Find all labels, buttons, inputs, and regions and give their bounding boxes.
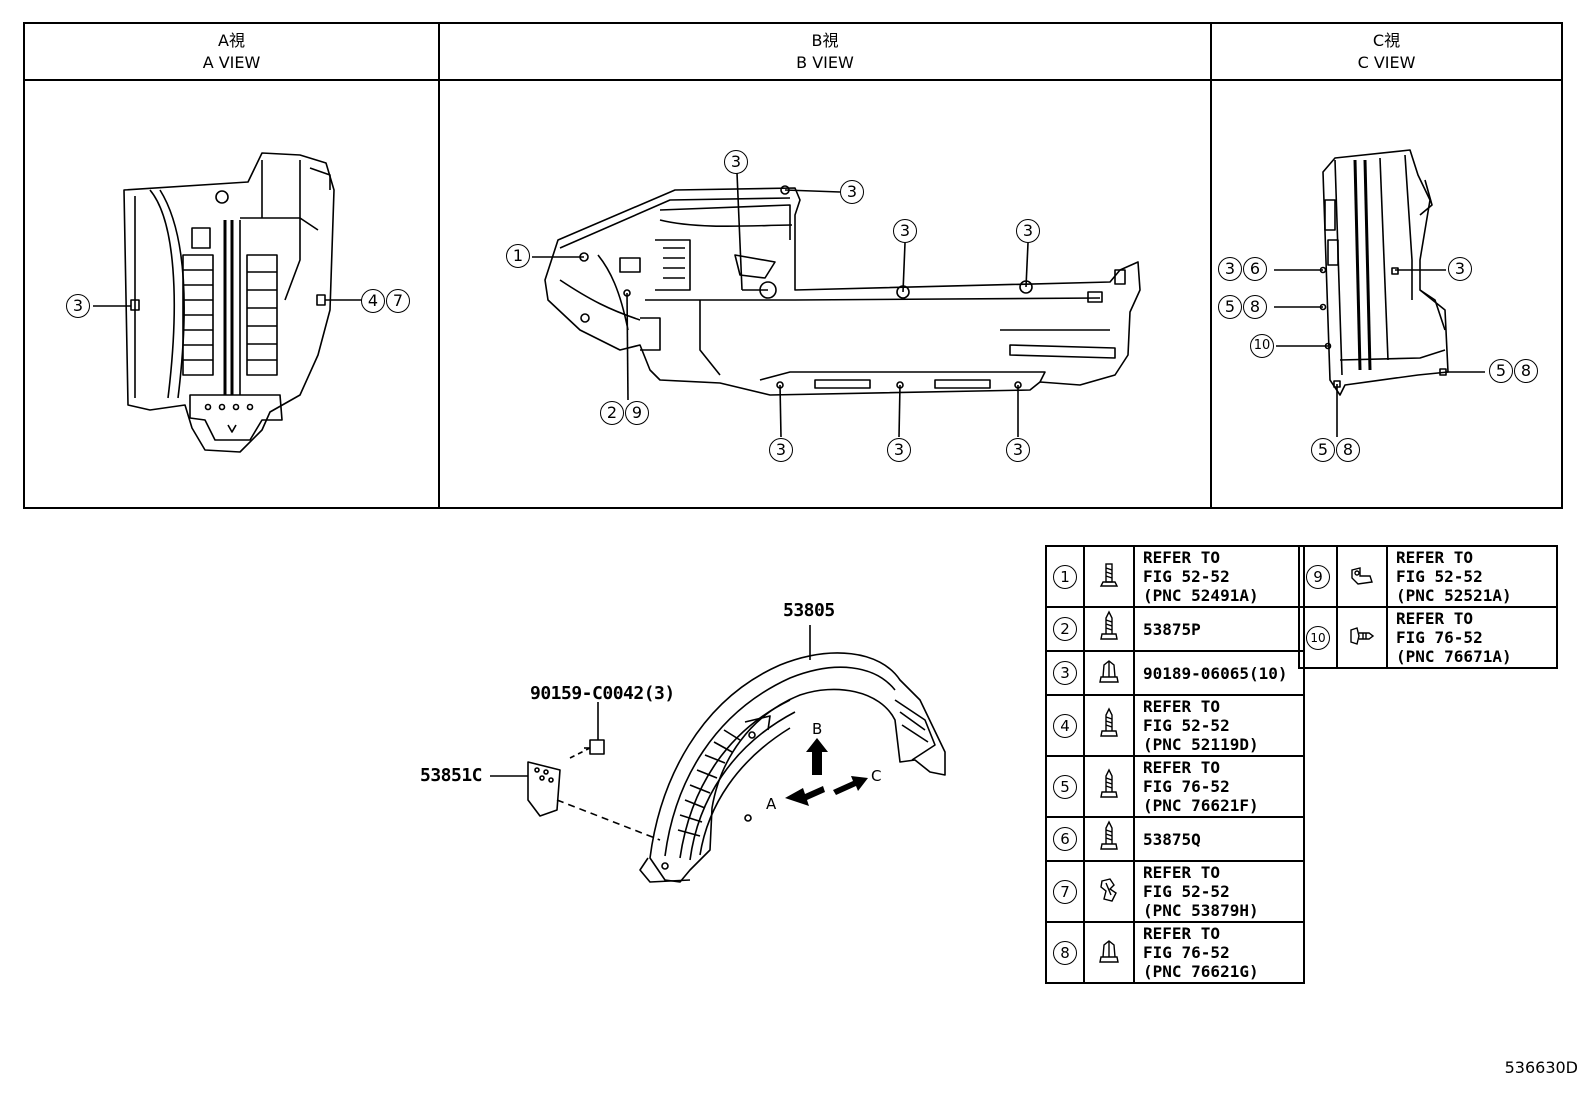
legend-description: 53875Q <box>1133 816 1305 862</box>
direction-arrows <box>785 738 868 806</box>
legend-number: 8 <box>1053 940 1077 965</box>
nut-icon <box>1083 921 1135 984</box>
legend-number-cell: 9 <box>1298 545 1338 608</box>
legend-description: REFER TO FIG 52-52 (PNC 53879H) <box>1133 860 1305 923</box>
legend-description: REFER TO FIG 76-52 (PNC 76621G) <box>1133 921 1305 984</box>
push-clip-icon <box>1336 606 1388 669</box>
b-view-callout-3-top-b: 3 <box>840 180 865 204</box>
fastener-legend-right: 9 REFER TO FIG 52-52 (PNC 52521A) 10 REFER … <box>1298 545 1558 669</box>
legend-number: 9 <box>1306 564 1330 589</box>
legend-number: 4 <box>1053 713 1077 738</box>
legend-number-cell: 5 <box>1045 755 1085 818</box>
bolt-icon <box>1083 545 1135 608</box>
clip-nut-icon <box>1336 545 1388 608</box>
legend-number: 1 <box>1053 564 1077 589</box>
legend-number-cell: 8 <box>1045 921 1085 984</box>
legend-number: 5 <box>1053 774 1077 799</box>
a-view-en-label: A VIEW <box>202 53 261 72</box>
legend-description: 90189-06065(10) <box>1133 650 1305 696</box>
legend-number-cell: 1 <box>1045 545 1085 608</box>
legend-description: REFER TO FIG 76-52 (PNC 76671A) <box>1386 606 1558 669</box>
legend-description: REFER TO FIG 76-52 (PNC 76621F) <box>1133 755 1305 818</box>
a-view-panel: A視 A VIEW <box>25 24 440 507</box>
c-view-callout-10: 10 <box>1250 334 1275 358</box>
c-view-jp-label: C視 <box>1372 31 1401 50</box>
legend-number: 7 <box>1053 879 1077 904</box>
c-view-en-label: C VIEW <box>1357 53 1416 72</box>
nut-icon <box>1083 650 1135 696</box>
legend-number: 6 <box>1053 827 1077 851</box>
fender-liner-drawing <box>490 625 946 883</box>
b-view-panel: B視 B VIEW <box>440 24 1212 507</box>
screw-icon <box>1083 755 1135 818</box>
legend-row: 8 REFER TO FIG 76-52 (PNC 76621G) <box>1045 921 1305 984</box>
screw-icon <box>1083 694 1135 757</box>
legend-row: 4 REFER TO FIG 52-52 (PNC 52119D) <box>1045 694 1305 757</box>
b-view-callout-3-bot-c: 3 <box>1006 438 1031 462</box>
legend-description: REFER TO FIG 52-52 (PNC 52119D) <box>1133 694 1305 757</box>
legend-number-cell: 10 <box>1298 606 1338 669</box>
a-view-drawing <box>123 152 335 453</box>
legend-number-cell: 2 <box>1045 606 1085 652</box>
legend-description: REFER TO FIG 52-52 (PNC 52521A) <box>1386 545 1558 608</box>
direction-label-a: A <box>766 795 777 813</box>
a-view-callout-3: 3 <box>66 294 91 318</box>
legend-number-cell: 4 <box>1045 694 1085 757</box>
direction-label-b: B <box>812 720 823 738</box>
figure-number: 536630D <box>1504 1058 1578 1077</box>
legend-number-cell: 3 <box>1045 650 1085 696</box>
c-view-callout-3-right: 3 <box>1448 257 1473 281</box>
legend-row: 10 REFER TO FIG 76-52 (PNC 76671A) <box>1298 606 1558 669</box>
views-frame: A視 A VIEW B視 B VIEW C視 C VIEW <box>23 22 1563 509</box>
screw-icon <box>1083 816 1135 862</box>
legend-number: 2 <box>1053 617 1077 641</box>
c-view-panel: C視 C VIEW <box>1212 24 1561 507</box>
c-view-drawing <box>1319 149 1449 396</box>
direction-label-c: C <box>871 767 882 785</box>
legend-row: 6 53875Q <box>1045 816 1305 862</box>
legend-row: 1 REFER TO FIG 52-52 (PNC 52491A) <box>1045 545 1305 608</box>
b-view-callout-3-bot-a: 3 <box>769 438 794 462</box>
b-view-callout-3-top-a: 3 <box>724 150 749 174</box>
b-view-drawing <box>544 185 1141 396</box>
c-view-header: C視 C VIEW <box>1212 24 1561 81</box>
b-view-header: B視 B VIEW <box>440 24 1210 81</box>
legend-number-cell: 6 <box>1045 816 1085 862</box>
legend-row: 5 REFER TO FIG 76-52 (PNC 76621F) <box>1045 755 1305 818</box>
b-view-callout-1: 1 <box>506 244 531 268</box>
b-view-callout-3-mid-a: 3 <box>893 219 918 243</box>
legend-description: REFER TO FIG 52-52 (PNC 52491A) <box>1133 545 1305 608</box>
mud-flap-shape <box>527 761 561 817</box>
view-leader-lines <box>93 172 1485 438</box>
b-view-callout-3-bot-b: 3 <box>887 438 912 462</box>
legend-number-cell: 7 <box>1045 860 1085 923</box>
legend-number: 10 <box>1306 625 1330 650</box>
b-view-callout-3-mid-b: 3 <box>1016 219 1041 243</box>
part-number-liner: 53805 <box>783 600 835 621</box>
clip-icon <box>1083 860 1135 923</box>
legend-row: 7 REFER TO FIG 52-52 (PNC 53879H) <box>1045 860 1305 923</box>
b-view-en-label: B VIEW <box>796 53 854 72</box>
legend-number: 3 <box>1053 661 1077 685</box>
screw-icon <box>1083 606 1135 652</box>
b-view-jp-label: B視 <box>811 31 839 50</box>
legend-description: 53875P <box>1133 606 1305 652</box>
part-number-flap: 53851C <box>420 765 483 786</box>
a-view-jp-label: A視 <box>218 31 245 50</box>
legend-row: 9 REFER TO FIG 52-52 (PNC 52521A) <box>1298 545 1558 608</box>
part-number-bolt: 90159-C0042(3) <box>530 683 675 704</box>
legend-row: 2 53875P <box>1045 606 1305 652</box>
a-view-header: A視 A VIEW <box>25 24 438 81</box>
legend-row: 3 90189-06065(10) <box>1045 650 1305 696</box>
